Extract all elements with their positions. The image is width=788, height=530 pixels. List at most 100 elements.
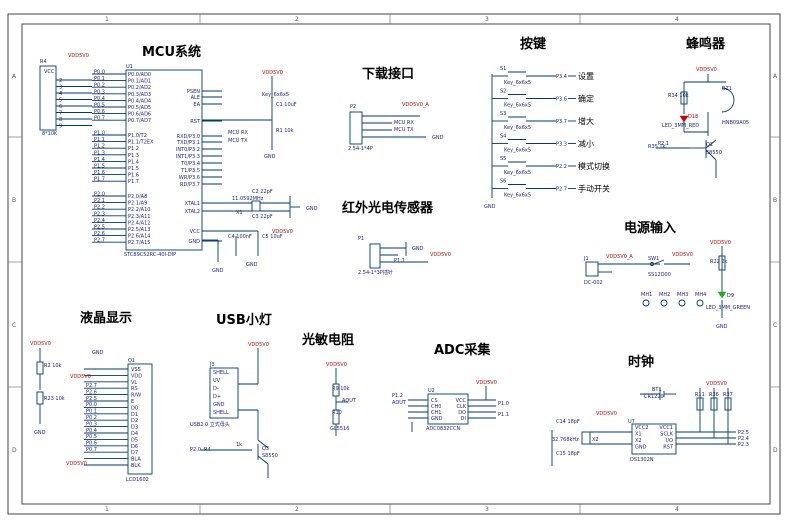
svg-text:C4 100nF: C4 100nF: [228, 234, 252, 240]
zone-col-2-bottom: 2: [295, 506, 299, 513]
svg-text:MCU RX: MCU RX: [394, 120, 415, 126]
svg-text:P2.3: P2.3: [738, 442, 749, 448]
key-ref: S3: [500, 111, 506, 117]
adc-pin-label: DO: [458, 410, 466, 416]
svg-text:GND: GND: [432, 135, 444, 141]
mcu-pin-label: P1.7: [128, 179, 139, 185]
zone-ruler: [8, 14, 780, 514]
zone-row-b-right: B: [773, 197, 777, 204]
svg-text:X1: X1: [236, 210, 243, 216]
svg-text:S8550: S8550: [262, 453, 278, 459]
svg-text:STC89C52RC-40I-DIP: STC89C52RC-40I-DIP: [124, 252, 176, 258]
lcd-pin-label: D1: [131, 412, 138, 418]
rp-pin-number: 7: [59, 111, 62, 117]
mcu-pin-label: TXD/P3.1: [176, 140, 200, 146]
lcd-pin-label: VL: [131, 380, 137, 386]
mount-hole-label: MH2: [659, 292, 670, 298]
rtc-circuit: BT1 CR1220 U7 DS1302N VCC2X1X2GNDVCC1SCL…: [551, 381, 749, 466]
svg-text:R9 10k: R9 10k: [332, 386, 350, 392]
ir-header-p1: P1 2.54-1*3P插针 GND P1.1 VDD5V0: [358, 236, 451, 276]
adc-pin-label: CH1: [431, 410, 441, 416]
sheet-border: [7, 13, 781, 515]
lcd-pin-label: VDD: [131, 373, 142, 379]
lcd-net-label: P2.7: [86, 383, 97, 389]
svg-text:C14 18pF: C14 18pF: [556, 419, 580, 425]
svg-text:C3 22pF: C3 22pF: [252, 214, 273, 220]
mcu-net-label: P0.4: [94, 96, 105, 102]
lcd-net-label: P0.2: [86, 415, 97, 421]
svg-text:P2.4: P2.4: [738, 436, 749, 442]
lcd-pin-label: E: [131, 399, 134, 405]
lcd-net-label: P0.4: [86, 428, 97, 434]
key-function-label: 减小: [578, 139, 594, 149]
key-net: P3.6: [556, 97, 567, 103]
pullup-resistor-label: R11: [695, 392, 705, 398]
mcu-net-label: P2.7: [94, 238, 105, 244]
lcd-pin-label: RS: [131, 386, 138, 392]
adc-pin-label: CS: [431, 398, 438, 404]
mcu-net-label: P1.5: [94, 164, 105, 170]
mcu-pin-label: EA: [193, 102, 200, 108]
ldr-circuit: VDD5V0 R9 10k AOUT R10 GL5516: [326, 362, 357, 436]
svg-text:LED_3MM_GREEN: LED_3MM_GREEN: [706, 305, 750, 311]
lcd-pin-label: VSS: [131, 367, 141, 373]
key-ref: S6: [500, 179, 506, 185]
svg-text:LED_3MM_RED: LED_3MM_RED: [662, 123, 699, 129]
usb-pin-label: SHELL: [213, 410, 229, 416]
mcu-pin-label: T0/P3.4: [180, 161, 200, 167]
rp-pin-number: 4: [59, 91, 62, 97]
mcu-net-label: P1.3: [94, 150, 105, 156]
mcu-net-label: P1.6: [94, 170, 105, 176]
mcu-net-label: P0.7: [94, 116, 105, 122]
svg-text:BT1: BT1: [652, 387, 662, 393]
mount-hole-label: MH4: [695, 292, 706, 298]
svg-text:P2: P2: [350, 104, 356, 110]
rtc-pin-label: GND: [635, 445, 647, 451]
rtc-pin-label: SCLK: [660, 432, 673, 438]
key-net: P3.4: [556, 74, 567, 80]
lcd-module-q1: Q1 LCD1602 VSSVDDVLRSR/WED0D1D2D3D4D5D6D…: [30, 341, 153, 483]
reset-circuit: VDD5V0 Key_6x6x5 C1 10uF R1 10k GND: [202, 70, 297, 160]
zone-col-1: 1: [105, 16, 109, 23]
mcu-pin-label: P1.4: [128, 159, 139, 165]
svg-text:GND: GND: [306, 206, 318, 212]
key-part: Key_6x6x5: [504, 103, 531, 109]
svg-text:Q1: Q1: [128, 358, 135, 364]
adc-pin-label: CH0: [431, 404, 441, 410]
key-ref: S2: [500, 89, 506, 95]
lcd-pin-label: D4: [131, 431, 138, 437]
decoupling-caps: VDD5V0 C4 100nF C5 10uF GND GND: [202, 229, 293, 274]
lcd-pin-label: BLA: [131, 457, 141, 463]
svg-text:32.768kHz: 32.768kHz: [552, 437, 579, 443]
key-ref: S5: [500, 156, 506, 162]
adc-pin-label: DI: [461, 416, 466, 422]
section-title-lcd: 液晶显示: [80, 310, 132, 326]
svg-text:MCU TX: MCU TX: [394, 127, 414, 133]
svg-text:CR1220: CR1220: [644, 394, 664, 400]
svg-text:Q2: Q2: [706, 142, 713, 148]
lcd-pin-label: D2: [131, 418, 138, 424]
mcu-pin-label: P2.6/A14: [128, 234, 150, 240]
svg-text:VDD5V0: VDD5V0: [596, 411, 617, 417]
rtc-pin-label: X1: [635, 432, 642, 438]
mount-hole-icon: [696, 299, 704, 307]
mcu-pin-label: XTAL1: [185, 201, 200, 207]
rtc-pin-label: X2: [635, 438, 642, 444]
pullup-resistor: [710, 397, 718, 411]
svg-text:U1: U1: [126, 64, 133, 70]
svg-text:VDD5V0: VDD5V0: [70, 374, 91, 380]
svg-text:VDD5V0: VDD5V0: [326, 362, 347, 368]
mount-hole-icon: [642, 299, 650, 307]
svg-text:2.54-1*3P插针: 2.54-1*3P插针: [358, 269, 393, 276]
lcd-pin-label: D5: [131, 437, 138, 443]
zone-col-4-bottom: 4: [675, 506, 679, 513]
mount-hole-icon: [678, 299, 686, 307]
svg-text:R2 10k: R2 10k: [44, 363, 62, 369]
mcu-pin-label: T1/P3.5: [180, 168, 200, 174]
svg-text:P2.0: P2.0: [190, 447, 201, 453]
section-title-mcu: MCU系统: [142, 44, 201, 60]
svg-text:C15 18pF: C15 18pF: [556, 451, 580, 457]
svg-text:J3: J3: [209, 362, 215, 368]
